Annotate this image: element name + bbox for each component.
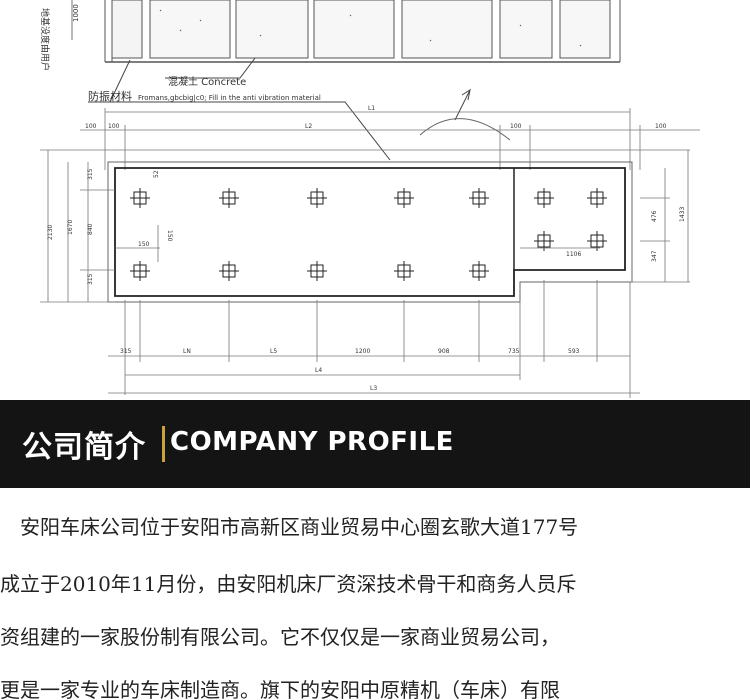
dim-908: 908 xyxy=(438,348,450,355)
dim-ln: LN xyxy=(183,348,191,355)
right-dimensions xyxy=(520,150,690,283)
dim-100-left: 100 xyxy=(85,123,97,130)
dim-315b: 315 xyxy=(87,273,94,285)
damping-label-en: Fromans,gbcbig|c0; Fill in the anti vibr… xyxy=(138,94,321,102)
intro-line-4: 更是一家专业的车床制造商。旗下的安阳中原精机（车床）有限 xyxy=(0,678,560,700)
dim-l4: L4 xyxy=(315,367,322,374)
intro-line-1: 安阳车床公司位于安阳市高新区商业贸易中心圈玄歌大道177号 xyxy=(0,515,579,539)
cross-section xyxy=(71,0,621,63)
concrete-leader xyxy=(165,57,256,79)
dim-315c: 315 xyxy=(120,348,132,355)
dim-1433: 1433 xyxy=(679,207,686,222)
dim-100-top-left: 100 xyxy=(108,123,120,130)
dim-1106: 1106 xyxy=(566,251,581,258)
dim-l2: L2 xyxy=(305,123,312,130)
dim-l1: L1 xyxy=(368,105,375,112)
banner-separator xyxy=(162,426,165,462)
top-dimensions xyxy=(40,108,700,170)
dim-150: 150 xyxy=(138,241,150,248)
dim-1670: 1670 xyxy=(67,220,74,235)
banner-title-en: COMPANY PROFILE xyxy=(170,427,454,457)
dim-347: 347 xyxy=(651,250,658,262)
intro-line-2: 成立于2010年11月份，由安阳机床厂资深技术骨干和商务人员斥 xyxy=(0,572,577,596)
dim-top-1000: 1000 xyxy=(72,4,80,22)
dim-2130: 2130 xyxy=(47,225,54,240)
dim-476: 476 xyxy=(651,210,658,222)
dim-l3: L3 xyxy=(370,385,377,392)
dim-735: 735 xyxy=(508,348,520,355)
break-mark xyxy=(454,88,472,121)
bottom-dimensions xyxy=(108,280,640,398)
dim-100-mid: 100 xyxy=(510,123,522,130)
dim-100-right: 100 xyxy=(655,123,667,130)
vertical-note: 地基没度由用户 xyxy=(39,8,51,71)
dim-l5: L5 xyxy=(270,348,277,355)
section-banner: 公司简介 COMPANY PROFILE xyxy=(0,400,750,488)
foundation-drawing: 地基没度由用户 1000 混凝土 Concrete 防振材料 Fromans,g… xyxy=(39,0,700,398)
dim-150v: 150 xyxy=(166,230,173,242)
dim-593: 593 xyxy=(568,348,580,355)
plan-outline xyxy=(107,161,633,303)
anchor-bolts xyxy=(130,188,607,281)
dim-52: 52 xyxy=(153,170,160,178)
company-intro: 安阳车床公司位于安阳市高新区商业贸易中心圈玄歌大道177号 成立于2010年11… xyxy=(0,488,750,700)
dim-840: 840 xyxy=(87,223,94,235)
damping-leader xyxy=(88,101,391,161)
concrete-label: 混凝土 Concrete xyxy=(168,75,246,88)
dim-1200: 1200 xyxy=(355,348,370,355)
left-dimensions xyxy=(40,150,160,303)
damping-label-cn: 防振材料 xyxy=(88,89,132,103)
dim-315: 315 xyxy=(87,168,94,180)
intro-line-3: 资组建的一家股份制有限公司。它不仅仅是一家商业贸易公司， xyxy=(0,625,560,649)
banner-title-cn: 公司简介 xyxy=(22,430,146,465)
